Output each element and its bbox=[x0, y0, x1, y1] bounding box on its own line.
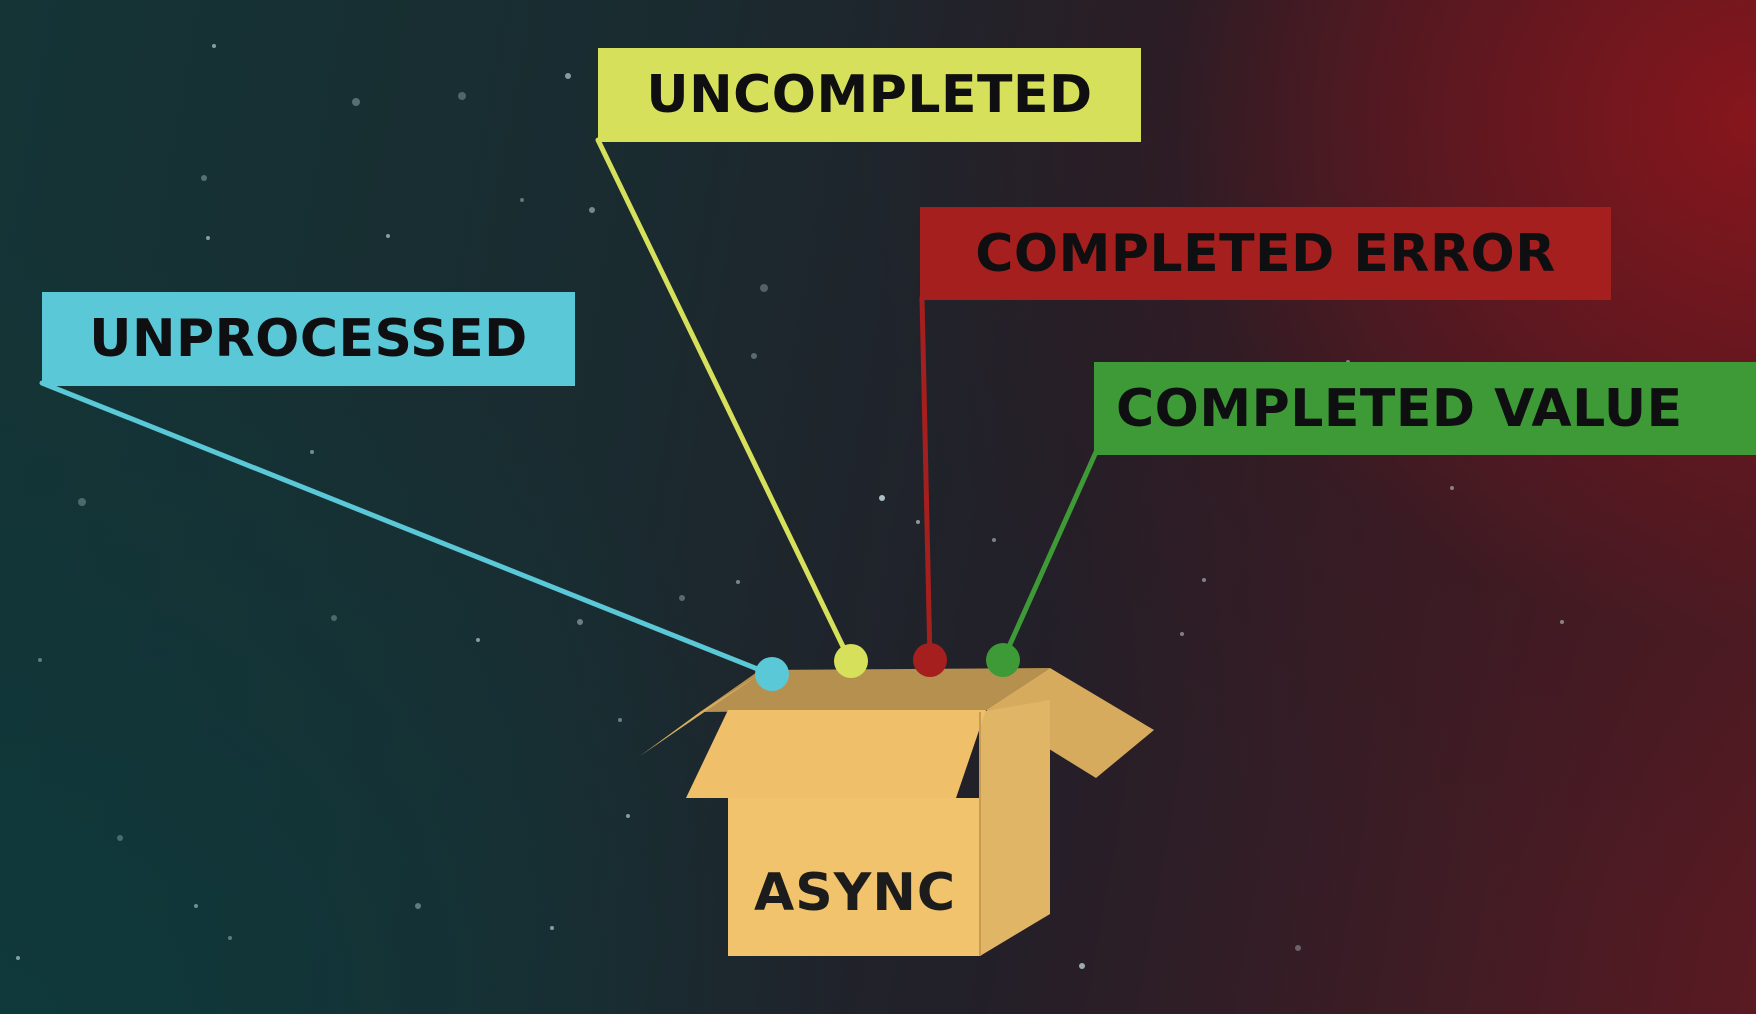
connector-uncompleted bbox=[595, 137, 853, 664]
box-label: ASYNC bbox=[753, 863, 957, 923]
connector-completed-error bbox=[919, 295, 933, 663]
dot-unprocessed bbox=[755, 657, 789, 691]
box-right-side bbox=[980, 700, 1050, 956]
connector-completed-value bbox=[1000, 449, 1099, 663]
label-completed-value: COMPLETED VALUE bbox=[1094, 362, 1756, 455]
starfield bbox=[16, 44, 1564, 969]
box-right-flap bbox=[986, 668, 1154, 778]
label-uncompleted: UNCOMPLETED bbox=[598, 48, 1141, 142]
label-unprocessed: UNPROCESSED bbox=[42, 292, 575, 386]
connector-lines bbox=[39, 137, 1099, 677]
label-completed-error: COMPLETED ERROR bbox=[920, 207, 1611, 300]
async-box-graphic bbox=[640, 668, 1154, 956]
box-front bbox=[728, 798, 980, 956]
dot-completed-error bbox=[913, 643, 947, 677]
status-dots bbox=[755, 643, 1020, 691]
box-left-flap bbox=[640, 674, 760, 756]
dot-completed-value bbox=[986, 643, 1020, 677]
box-front-flap bbox=[686, 710, 986, 798]
connector-unprocessed bbox=[39, 380, 773, 677]
dot-uncompleted bbox=[834, 644, 868, 678]
